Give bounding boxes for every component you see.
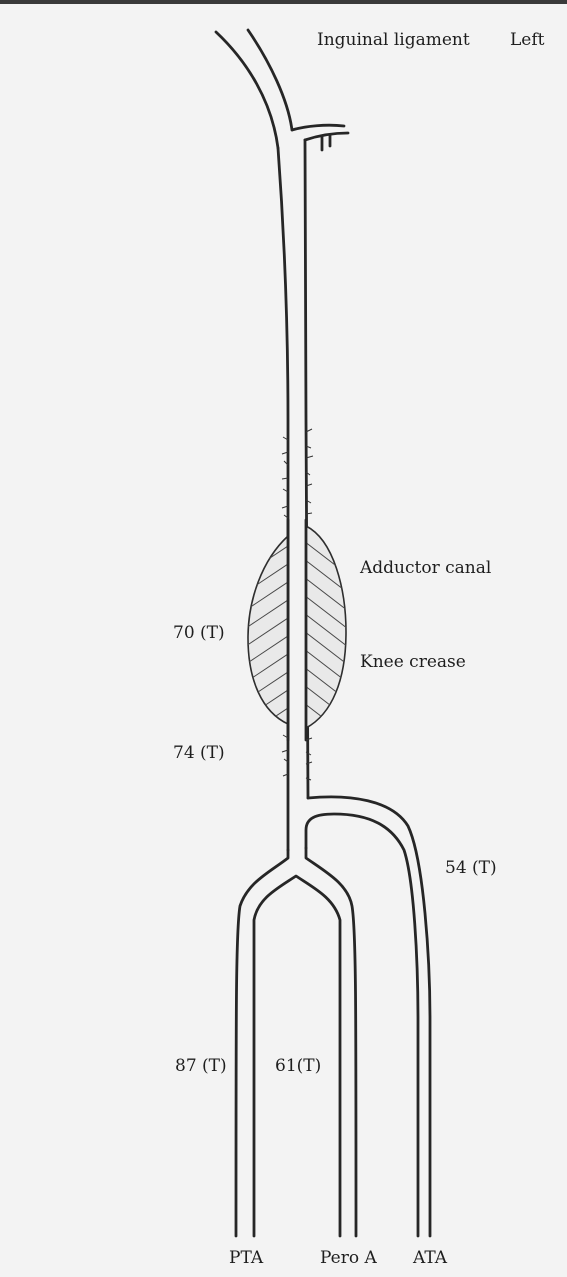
lesion-right-lobe [306, 526, 346, 728]
sfa-left-wall [278, 148, 288, 850]
ata-lower-wall [306, 814, 418, 1236]
knee-crease-label: Knee crease [360, 652, 466, 672]
measurement-sfa-lower: 74 (T) [173, 743, 225, 763]
common-femoral-left-wall [216, 32, 278, 148]
side-label: Left [510, 30, 544, 50]
profunda-upper-wall [292, 125, 344, 130]
vessel-label-pta: PTA [229, 1248, 263, 1268]
vessel-label-ata: ATA [413, 1248, 447, 1268]
pta-outer-wall [236, 850, 288, 1236]
adductor-canal-label: Adductor canal [360, 558, 491, 578]
measurement-pta: 87 (T) [175, 1056, 227, 1076]
measurement-pero: 61(T) [275, 1056, 321, 1076]
profunda-lower-wall [305, 133, 348, 140]
lesion-left-lobe [248, 536, 288, 724]
inguinal-ligament-label: Inguinal ligament [317, 30, 470, 50]
ata-upper-wall [308, 797, 430, 1236]
pero-outer-wall [306, 848, 356, 1236]
measurement-sfa-upper: 70 (T) [173, 623, 225, 643]
vessel-label-pero: Pero A [320, 1248, 377, 1268]
measurement-ata: 54 (T) [445, 858, 497, 878]
